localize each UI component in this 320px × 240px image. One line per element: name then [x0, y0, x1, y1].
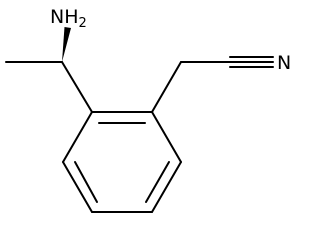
- amine-label: NH2: [50, 6, 87, 31]
- ring-bond-lower-left: [62, 161, 93, 213]
- benzene-ring: [62, 111, 182, 213]
- wedge-bond-to-amine: [62, 27, 71, 62]
- ring-bond-upper-right: [151, 111, 182, 163]
- ring-bond-lower-right: [151, 161, 182, 213]
- cyanomethyl-group: N: [151, 52, 291, 113]
- nitrile-nitrogen-label: N: [277, 52, 291, 74]
- ethylamine-group: NH2: [5, 6, 93, 113]
- bond-ring-to-methylene: [151, 61, 182, 113]
- chemical-structure-diagram: NH2 N: [5, 6, 291, 213]
- ring-double-bond-lower-left: [74, 161, 98, 203]
- bond-ring-to-chiral-carbon: [61, 61, 93, 113]
- ring-bond-upper-left: [62, 111, 93, 163]
- ring-double-bond-lower-right: [145, 161, 170, 203]
